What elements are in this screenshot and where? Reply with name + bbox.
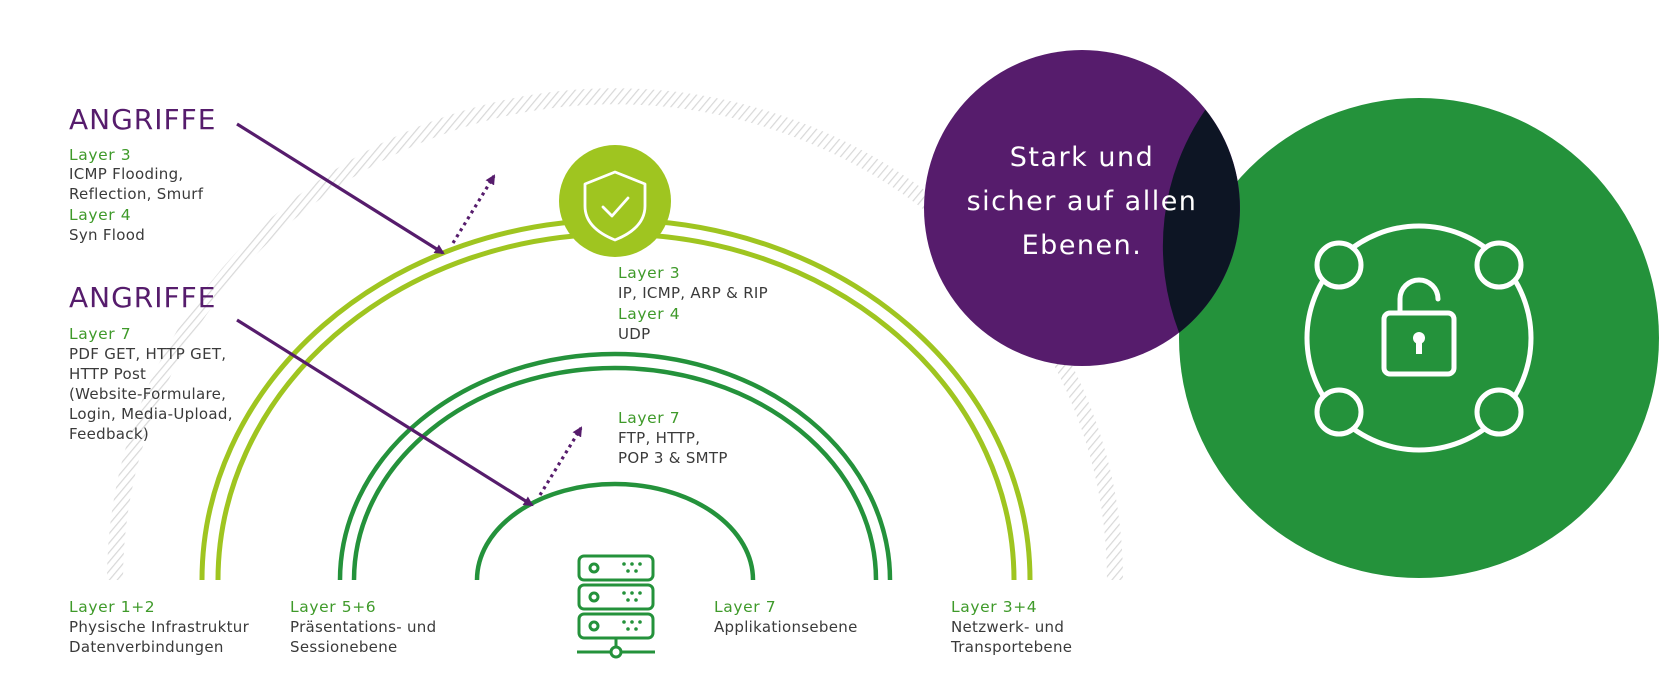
inner-green-arc: [474, 481, 756, 581]
bottom-layer-5-6-text-2: Sessionebene: [290, 638, 398, 656]
bottom-layer-1-2: Layer 1+2: [69, 598, 156, 616]
bottom-layer-3-4: Layer 3+4: [951, 598, 1038, 616]
attack-2-text-2: HTTP Post: [69, 365, 147, 383]
protocol-layer-4: Layer 4: [618, 305, 681, 323]
attack-arrow-1: [236, 122, 445, 255]
protocol-text-layer-4: UDP: [618, 325, 651, 343]
attacks-heading-2: ANGRIFFE: [69, 281, 217, 314]
bottom-layer-5-6-text-1: Präsentations- und: [290, 618, 437, 636]
protocol-layer-7: Layer 7: [618, 409, 681, 427]
protocol-text-layer-7-b: POP 3 & SMTP: [618, 449, 728, 467]
protocol-text-layer-7-a: FTP, HTTP,: [618, 429, 701, 447]
attack-1-layer-4: Layer 4: [69, 206, 132, 224]
attack-1-layer-3: Layer 3: [69, 146, 132, 164]
bottom-layer-5-6: Layer 5+6: [290, 598, 377, 616]
padlock-network-icon: [1304, 223, 1534, 453]
slogan: Stark und sicher auf allen Ebenen.: [924, 136, 1240, 268]
protocol-layer-3: Layer 3: [618, 264, 681, 282]
attack-1-text-3: Syn Flood: [69, 226, 146, 244]
attack-2-text-1: PDF GET, HTTP GET,: [69, 345, 227, 363]
deflect-arrow-1: [451, 174, 496, 244]
attacks-heading-1: ANGRIFFE: [69, 103, 217, 136]
attack-2-text-5: Feedback): [69, 425, 149, 443]
attack-1-text-2: Reflection, Smurf: [69, 185, 204, 203]
bottom-layer-1-2-text-2: Datenverbindungen: [69, 638, 224, 656]
deflect-arrow-2: [538, 426, 583, 496]
middle-green-arc-outer: [337, 351, 893, 581]
bottom-layer-1-2-text-1: Physische Infrastruktur: [69, 618, 250, 636]
slogan-line-2: sicher auf allen: [966, 186, 1198, 217]
slogan-line-1: Stark und: [1009, 142, 1155, 173]
bottom-layer-3-4-text-2: Transportebene: [951, 638, 1073, 656]
bottom-layer-3-4-text-1: Netzwerk- und: [951, 618, 1065, 636]
attack-1-text-1: ICMP Flooding,: [69, 165, 184, 183]
attack-2-text-4: Login, Media-Upload,: [69, 405, 233, 423]
circle-overlap: [1162, 109, 1240, 333]
outer-lime-arc-outer: [199, 217, 1033, 581]
slogan-line-3: Ebenen.: [1021, 230, 1143, 261]
attack-2-text-3: (Website-Formulare,: [69, 385, 227, 403]
server-icon: [577, 554, 655, 659]
bottom-layer-7: Layer 7: [714, 598, 777, 616]
purple-slogan-circle: [924, 50, 1240, 366]
attack-arrow-2: [236, 318, 534, 507]
protocol-text-layer-3: IP, ICMP, ARP & RIP: [618, 284, 768, 302]
attack-2-layer-7: Layer 7: [69, 325, 132, 343]
middle-green-arc-inner: [351, 365, 879, 581]
bottom-layer-7-text-1: Applikationsebene: [714, 618, 858, 636]
shield-check-icon: [559, 145, 671, 257]
outer-lime-arc-inner: [215, 231, 1017, 581]
